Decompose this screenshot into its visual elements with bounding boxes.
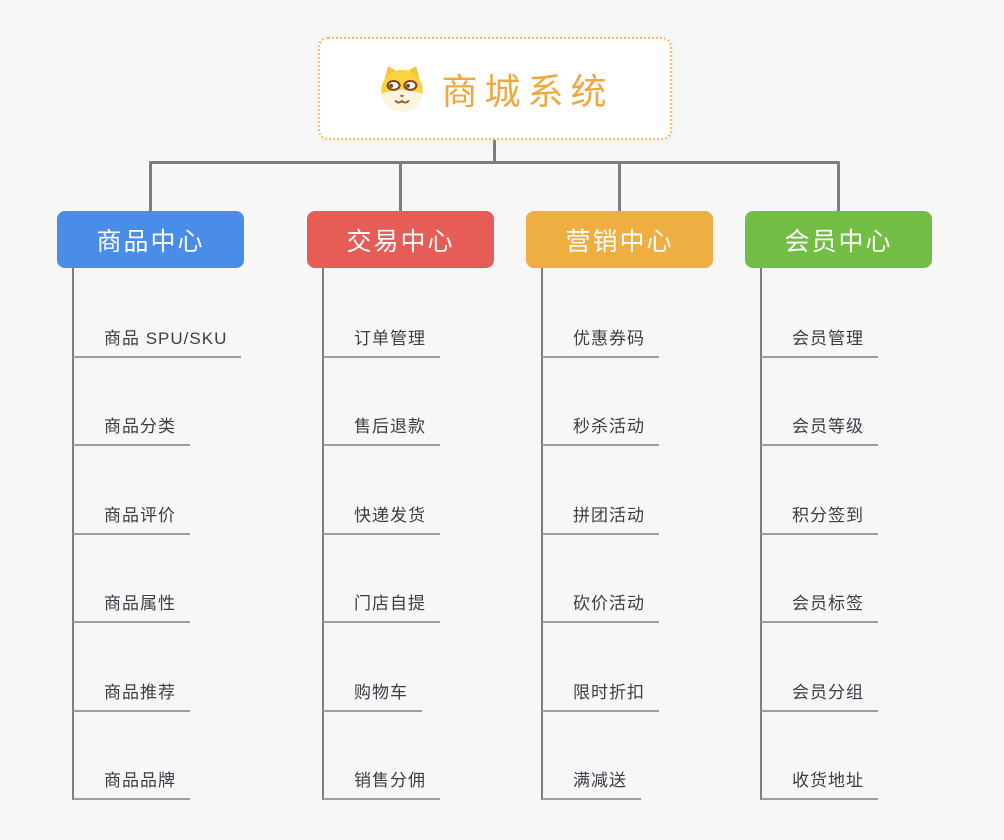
leaf-node[interactable]: 商品属性: [73, 581, 190, 623]
connector-drop-trade: [399, 162, 402, 212]
dog-icon: [376, 65, 428, 113]
connector-drop-marketing: [618, 162, 621, 212]
leaf-label: 积分签到: [792, 506, 864, 525]
leaf-node[interactable]: 快递发货: [323, 493, 440, 535]
leaf-node[interactable]: 商品分类: [73, 404, 190, 446]
leaf-label: 商品评价: [104, 506, 176, 525]
branch-node-product[interactable]: 商品中心: [57, 211, 244, 268]
leaf-label: 商品品牌: [104, 771, 176, 790]
branch-label: 交易中心: [346, 227, 455, 256]
leaf-label: 收货地址: [792, 771, 864, 790]
leaf-node[interactable]: 限时折扣: [542, 670, 659, 712]
leaf-label: 快递发货: [354, 506, 426, 525]
leaf-label: 会员管理: [792, 329, 864, 348]
leaf-node[interactable]: 商品 SPU/SKU: [73, 316, 242, 358]
leaf-label: 优惠券码: [573, 329, 645, 348]
leaf-node[interactable]: 会员管理: [761, 316, 878, 358]
branch-column-member: 会员中心 会员管理 会员等级 积分签到 会员标签 会员分组 收货地址: [745, 211, 1004, 811]
leaf-label: 拼团活动: [573, 506, 645, 525]
leaf-label: 会员分组: [792, 683, 864, 702]
leaf-label: 售后退款: [354, 417, 426, 436]
branch-column-marketing: 营销中心 优惠券码 秒杀活动 拼团活动 砍价活动 限时折扣 满减送: [526, 211, 786, 811]
leaf-node[interactable]: 砍价活动: [542, 581, 659, 623]
leaf-label: 限时折扣: [573, 683, 645, 702]
branch-label: 营销中心: [565, 227, 674, 256]
branch-column-product: 商品中心 商品 SPU/SKU 商品分类 商品评价 商品属性 商品推荐 商品品牌: [57, 211, 317, 811]
leaf-label: 砍价活动: [573, 594, 645, 613]
root-title: 商城系统: [441, 70, 614, 112]
leaf-label: 商品推荐: [104, 683, 176, 702]
leaf-node[interactable]: 订单管理: [323, 316, 440, 358]
leaf-node[interactable]: 满减送: [542, 758, 641, 800]
leaf-node[interactable]: 商品评价: [73, 493, 190, 535]
leaf-node[interactable]: 售后退款: [323, 404, 440, 446]
leaf-node[interactable]: 销售分佣: [323, 758, 440, 800]
leaf-node[interactable]: 会员分组: [761, 670, 878, 712]
leaf-node[interactable]: 秒杀活动: [542, 404, 659, 446]
branch-column-trade: 交易中心 订单管理 售后退款 快递发货 门店自提 购物车 销售分佣: [307, 211, 567, 811]
leaf-node[interactable]: 优惠券码: [542, 316, 659, 358]
leaf-node[interactable]: 门店自提: [323, 581, 440, 623]
connector-drop-member: [837, 162, 840, 212]
leaf-label: 满减送: [573, 771, 627, 790]
leaf-label: 购物车: [354, 683, 408, 702]
leaf-node[interactable]: 商品品牌: [73, 758, 190, 800]
leaf-node[interactable]: 会员标签: [761, 581, 878, 623]
branch-label: 会员中心: [784, 227, 893, 256]
branch-label: 商品中心: [96, 227, 205, 256]
leaf-node[interactable]: 收货地址: [761, 758, 878, 800]
leaf-node[interactable]: 拼团活动: [542, 493, 659, 535]
leaf-label: 会员标签: [792, 594, 864, 613]
leaf-label: 商品属性: [104, 594, 176, 613]
leaf-label: 商品分类: [104, 417, 176, 436]
connector-rail: [149, 161, 840, 164]
leaf-node[interactable]: 会员等级: [761, 404, 878, 446]
connector-root-drop: [493, 139, 496, 164]
root-node[interactable]: 商城系统: [318, 37, 672, 140]
leaf-label: 商品 SPU/SKU: [104, 329, 228, 348]
branch-node-trade[interactable]: 交易中心: [307, 211, 494, 268]
leaf-label: 会员等级: [792, 417, 864, 436]
leaf-label: 订单管理: [354, 329, 426, 348]
leaf-node[interactable]: 商品推荐: [73, 670, 190, 712]
connector-drop-product: [149, 162, 152, 212]
leaf-node[interactable]: 积分签到: [761, 493, 878, 535]
branch-node-marketing[interactable]: 营销中心: [526, 211, 713, 268]
leaf-node[interactable]: 购物车: [323, 670, 422, 712]
leaf-label: 秒杀活动: [573, 417, 645, 436]
branch-node-member[interactable]: 会员中心: [745, 211, 932, 268]
leaf-label: 门店自提: [354, 594, 426, 613]
leaf-label: 销售分佣: [354, 771, 426, 790]
